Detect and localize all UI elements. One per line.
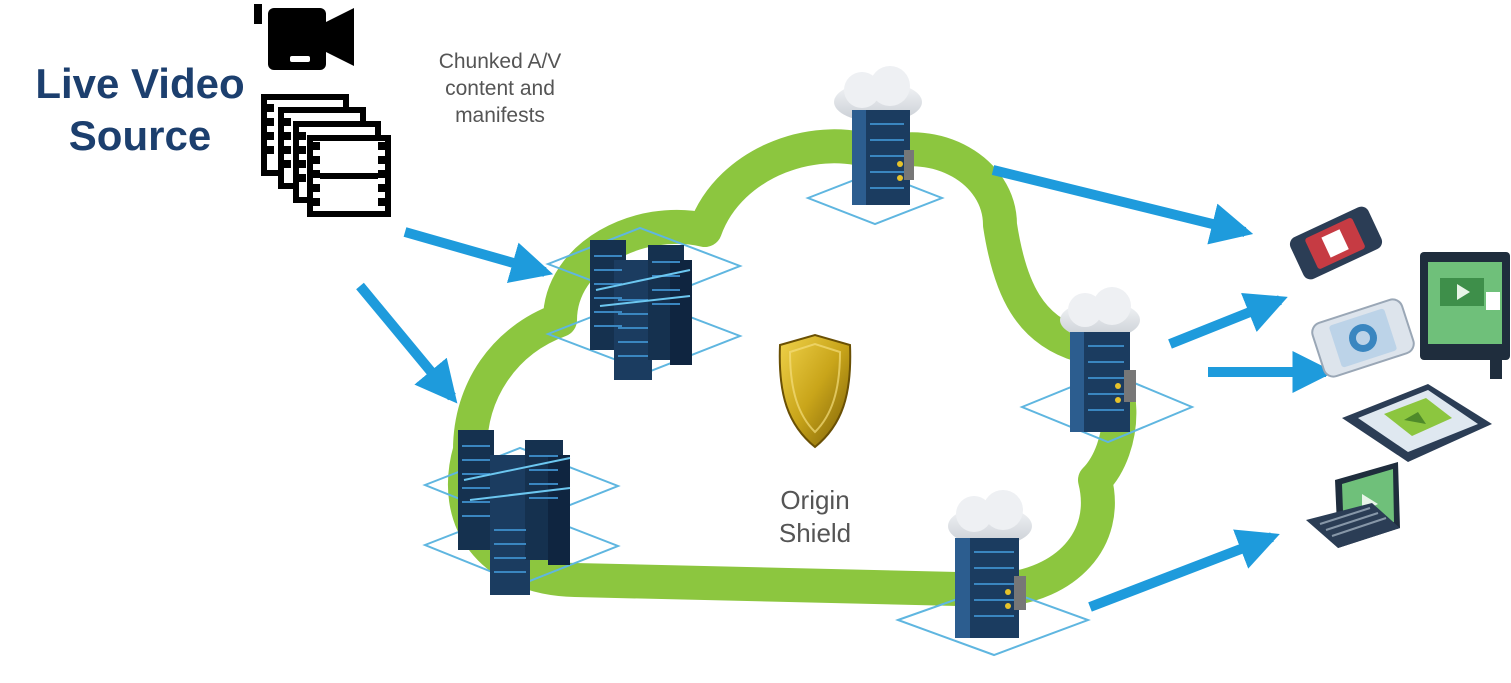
arrow-source-to-edge-left bbox=[356, 282, 458, 404]
content-line-1: Chunked A/V bbox=[438, 50, 562, 73]
origin-shield-line-2: Shield bbox=[778, 518, 852, 548]
edge-server-top bbox=[545, 226, 743, 380]
title-line-2: Source bbox=[68, 112, 212, 159]
content-description: Chunked A/V content and manifests bbox=[400, 48, 600, 129]
live-video-source-title: Live Video Source bbox=[20, 58, 260, 162]
title-line-1: Live Video bbox=[35, 60, 245, 107]
content-line-2: content and bbox=[445, 77, 555, 100]
origin-shield-label: Origin Shield bbox=[745, 484, 885, 550]
arrow-source-to-edge-top bbox=[403, 227, 554, 283]
cloud-server-right bbox=[1019, 287, 1195, 444]
phone-icon bbox=[1289, 206, 1383, 280]
video-camera-icon bbox=[254, 4, 354, 70]
arrow-to-laptop bbox=[1088, 529, 1280, 612]
film-stack-icon bbox=[261, 94, 391, 217]
tablet-icon bbox=[1342, 384, 1492, 462]
arrow-to-smartphone bbox=[1168, 292, 1288, 349]
content-line-3: manifests bbox=[455, 104, 545, 127]
phone-icon bbox=[1311, 298, 1415, 378]
origin-shield-line-1: Origin bbox=[780, 485, 850, 515]
cloud-server-bottom bbox=[895, 490, 1091, 657]
monitor-icon bbox=[1420, 252, 1510, 379]
shield-icon bbox=[778, 333, 852, 449]
laptop-icon bbox=[1306, 462, 1400, 548]
cloud-server-top bbox=[805, 66, 945, 226]
edge-server-left bbox=[422, 430, 621, 595]
arrow-to-phone bbox=[991, 165, 1254, 245]
flow-arrows bbox=[356, 165, 1335, 612]
